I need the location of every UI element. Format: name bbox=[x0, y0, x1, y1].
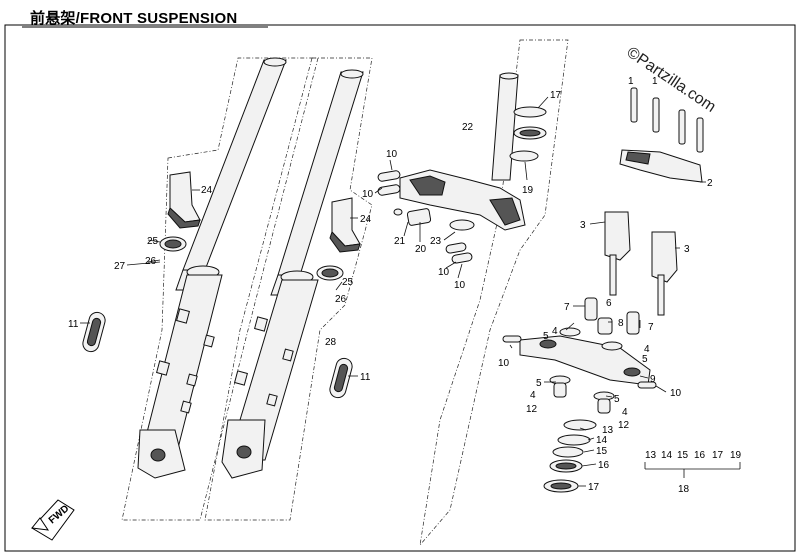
callout-5c: 5 bbox=[536, 378, 542, 389]
callout-25b: 25 bbox=[342, 277, 354, 288]
callout-3a: 3 bbox=[580, 220, 586, 231]
fork-guard-left bbox=[167, 171, 201, 229]
riser-spacer bbox=[597, 317, 613, 335]
callout-12a: 12 bbox=[526, 404, 538, 415]
callout-22: 22 bbox=[462, 122, 474, 133]
stem-dust-seal bbox=[509, 150, 539, 162]
callout-14: 14 bbox=[596, 435, 608, 446]
nut-a bbox=[553, 382, 567, 398]
stem-bearing-top bbox=[513, 106, 547, 118]
fork-tube-right bbox=[221, 69, 364, 479]
callout-5a: 5 bbox=[543, 331, 549, 342]
stem-washer-14 bbox=[557, 434, 591, 446]
callout-9: 9 bbox=[650, 374, 656, 385]
stem-group-outline bbox=[419, 39, 569, 547]
fork-left-group-outline bbox=[121, 57, 319, 521]
callout-1a: 1 bbox=[628, 76, 634, 87]
diagram-frame bbox=[4, 24, 796, 552]
callout-4c: 4 bbox=[530, 390, 536, 401]
callout-25a: 25 bbox=[147, 236, 159, 247]
callout-6: 6 bbox=[606, 298, 612, 309]
stem-bearing-16-inner bbox=[555, 462, 577, 470]
callout-13: 13 bbox=[602, 425, 614, 436]
callout-24b: 24 bbox=[360, 214, 372, 225]
kit-item-14: 14 bbox=[661, 450, 673, 461]
page-title: 前悬架/FRONT SUSPENSION bbox=[30, 10, 238, 27]
nut-b bbox=[597, 398, 611, 414]
callout-10a: 10 bbox=[386, 149, 398, 160]
washer-a bbox=[559, 327, 581, 337]
handlebar-riser-left bbox=[604, 211, 631, 296]
reflector-clip-right bbox=[329, 357, 353, 399]
callout-10f: 10 bbox=[670, 388, 682, 399]
kit-item-17: 17 bbox=[712, 450, 724, 461]
callout-20: 20 bbox=[415, 244, 427, 255]
stem-bearing-17-inner bbox=[550, 482, 572, 490]
callout-7b: 7 bbox=[648, 322, 654, 333]
callout-8: 8 bbox=[618, 318, 624, 329]
kit-item-13: 13 bbox=[645, 450, 657, 461]
callout-17a: 17 bbox=[550, 90, 562, 101]
callout-4b: 4 bbox=[644, 344, 650, 355]
callout-7a: 7 bbox=[564, 302, 570, 313]
callout-27: 27 bbox=[114, 261, 126, 272]
fork-seal-right-inner bbox=[321, 268, 339, 278]
callout-12b: 12 bbox=[618, 420, 630, 431]
handlebar-bolts bbox=[630, 87, 704, 153]
kit-assembly-18: 18 bbox=[678, 484, 690, 495]
stem-bearing-race-inner bbox=[519, 129, 541, 137]
handlebar-upper-clamp-detail bbox=[625, 151, 651, 165]
callout-10d: 10 bbox=[454, 280, 466, 291]
callout-28: 28 bbox=[325, 337, 337, 348]
callout-21: 21 bbox=[394, 236, 406, 247]
callout-4d: 4 bbox=[622, 407, 628, 418]
callout-3b: 3 bbox=[684, 244, 690, 255]
reflector-clip-left bbox=[82, 311, 106, 353]
callout-2: 2 bbox=[707, 178, 713, 189]
stem-nut-15 bbox=[552, 446, 584, 458]
callout-24a: 24 bbox=[201, 185, 213, 196]
callout-23: 23 bbox=[430, 236, 442, 247]
fork-guard-right bbox=[329, 197, 361, 253]
callout-11b: 11 bbox=[360, 372, 371, 383]
stem-nut-13 bbox=[563, 419, 597, 431]
callout-10b: 10 bbox=[362, 189, 374, 200]
callout-5d: 5 bbox=[614, 394, 620, 405]
callout-26a: 26 bbox=[145, 256, 157, 267]
leader-lines bbox=[80, 96, 741, 487]
upper-triple-clamp bbox=[502, 335, 657, 389]
callout-19: 19 bbox=[522, 185, 534, 196]
fork-seal-left-inner bbox=[164, 239, 182, 249]
callout-10c: 10 bbox=[438, 267, 450, 278]
callout-11a: 11 bbox=[68, 319, 79, 330]
kit-item-19: 19 bbox=[730, 450, 742, 461]
callout-16: 16 bbox=[598, 460, 610, 471]
callout-15: 15 bbox=[596, 446, 608, 457]
fork-tube-left bbox=[137, 57, 287, 479]
callout-4a: 4 bbox=[552, 326, 558, 337]
callout-5b: 5 bbox=[642, 354, 648, 365]
callout-10e: 10 bbox=[498, 358, 510, 369]
forward-arrow-icon: FWD bbox=[31, 499, 75, 541]
callout-1b: 1 bbox=[652, 76, 658, 87]
callout-17b: 17 bbox=[588, 482, 600, 493]
kit-item-15: 15 bbox=[677, 450, 689, 461]
washer-b bbox=[601, 341, 623, 351]
callout-26b: 26 bbox=[335, 294, 347, 305]
kit-item-16: 16 bbox=[694, 450, 706, 461]
riser-bushing-left bbox=[584, 297, 598, 321]
riser-bushing-right bbox=[626, 311, 640, 335]
handlebar-riser-right bbox=[651, 231, 678, 316]
